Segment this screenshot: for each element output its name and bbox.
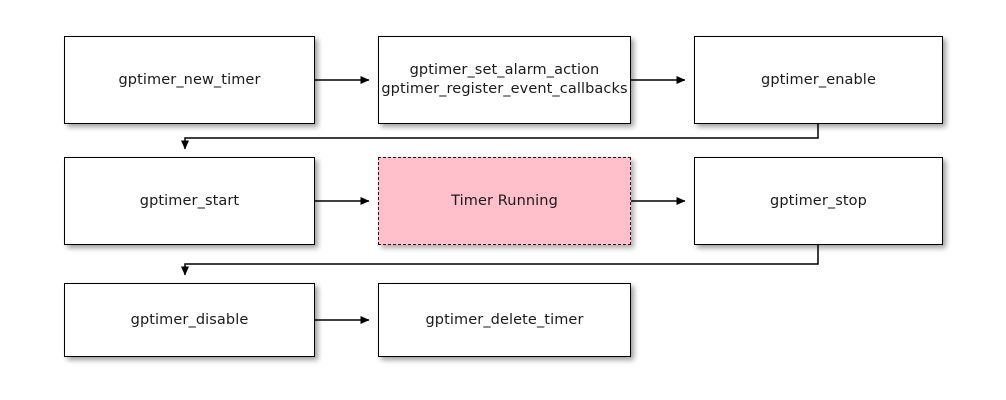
node-gptimer-new-timer[interactable]: gptimer_new_timer bbox=[64, 36, 315, 124]
node-label: Timer Running bbox=[451, 192, 558, 209]
node-label: gptimer_new_timer bbox=[118, 71, 261, 88]
node-label: gptimer_set_alarm_action gptimer_registe… bbox=[381, 62, 628, 97]
node-gptimer-stop[interactable]: gptimer_stop bbox=[694, 157, 943, 245]
node-gptimer-delete-timer[interactable]: gptimer_delete_timer bbox=[378, 283, 631, 357]
node-label: gptimer_start bbox=[139, 192, 240, 209]
node-label: gptimer_stop bbox=[770, 192, 867, 209]
node-gptimer-enable[interactable]: gptimer_enable bbox=[694, 36, 943, 124]
edge-stop-to-disable bbox=[181, 245, 819, 276]
node-gptimer-start[interactable]: gptimer_start bbox=[64, 157, 315, 245]
node-timer-running[interactable]: Timer Running bbox=[378, 157, 631, 245]
node-gptimer-disable[interactable]: gptimer_disable bbox=[64, 283, 315, 357]
node-label: gptimer_delete_timer bbox=[425, 311, 584, 328]
node-label: gptimer_disable bbox=[130, 311, 249, 328]
node-label: gptimer_enable bbox=[761, 71, 876, 88]
node-gptimer-set-alarm-action[interactable]: gptimer_set_alarm_action gptimer_registe… bbox=[378, 36, 631, 124]
edge-enable-to-start bbox=[181, 124, 819, 150]
